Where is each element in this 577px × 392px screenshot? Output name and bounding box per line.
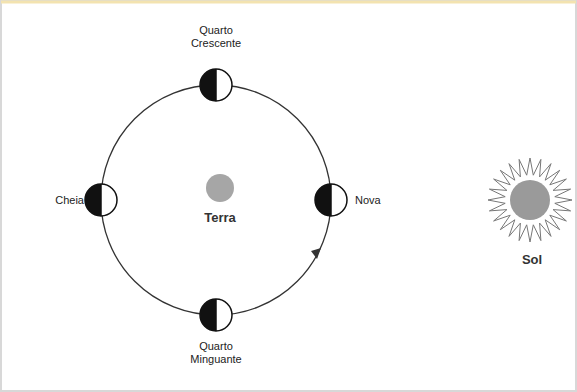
phase-label: Cheia: [55, 194, 84, 207]
phase-label: Quarto Minguante: [181, 340, 251, 366]
orbit-arrowhead: [311, 248, 321, 259]
frame-top: [1, 1, 576, 4]
earth: [206, 174, 234, 202]
phase-label: Nova: [355, 194, 381, 207]
sun: [488, 158, 572, 242]
moon-top: [200, 69, 232, 101]
earth-label: Terra: [204, 210, 236, 225]
moon-left: [85, 184, 117, 216]
orbit: [101, 85, 331, 315]
phase-label: Quarto Crescente: [181, 24, 251, 50]
moon-bottom: [200, 299, 232, 331]
moon-right: [315, 184, 347, 216]
sun-label: Sol: [522, 252, 542, 267]
